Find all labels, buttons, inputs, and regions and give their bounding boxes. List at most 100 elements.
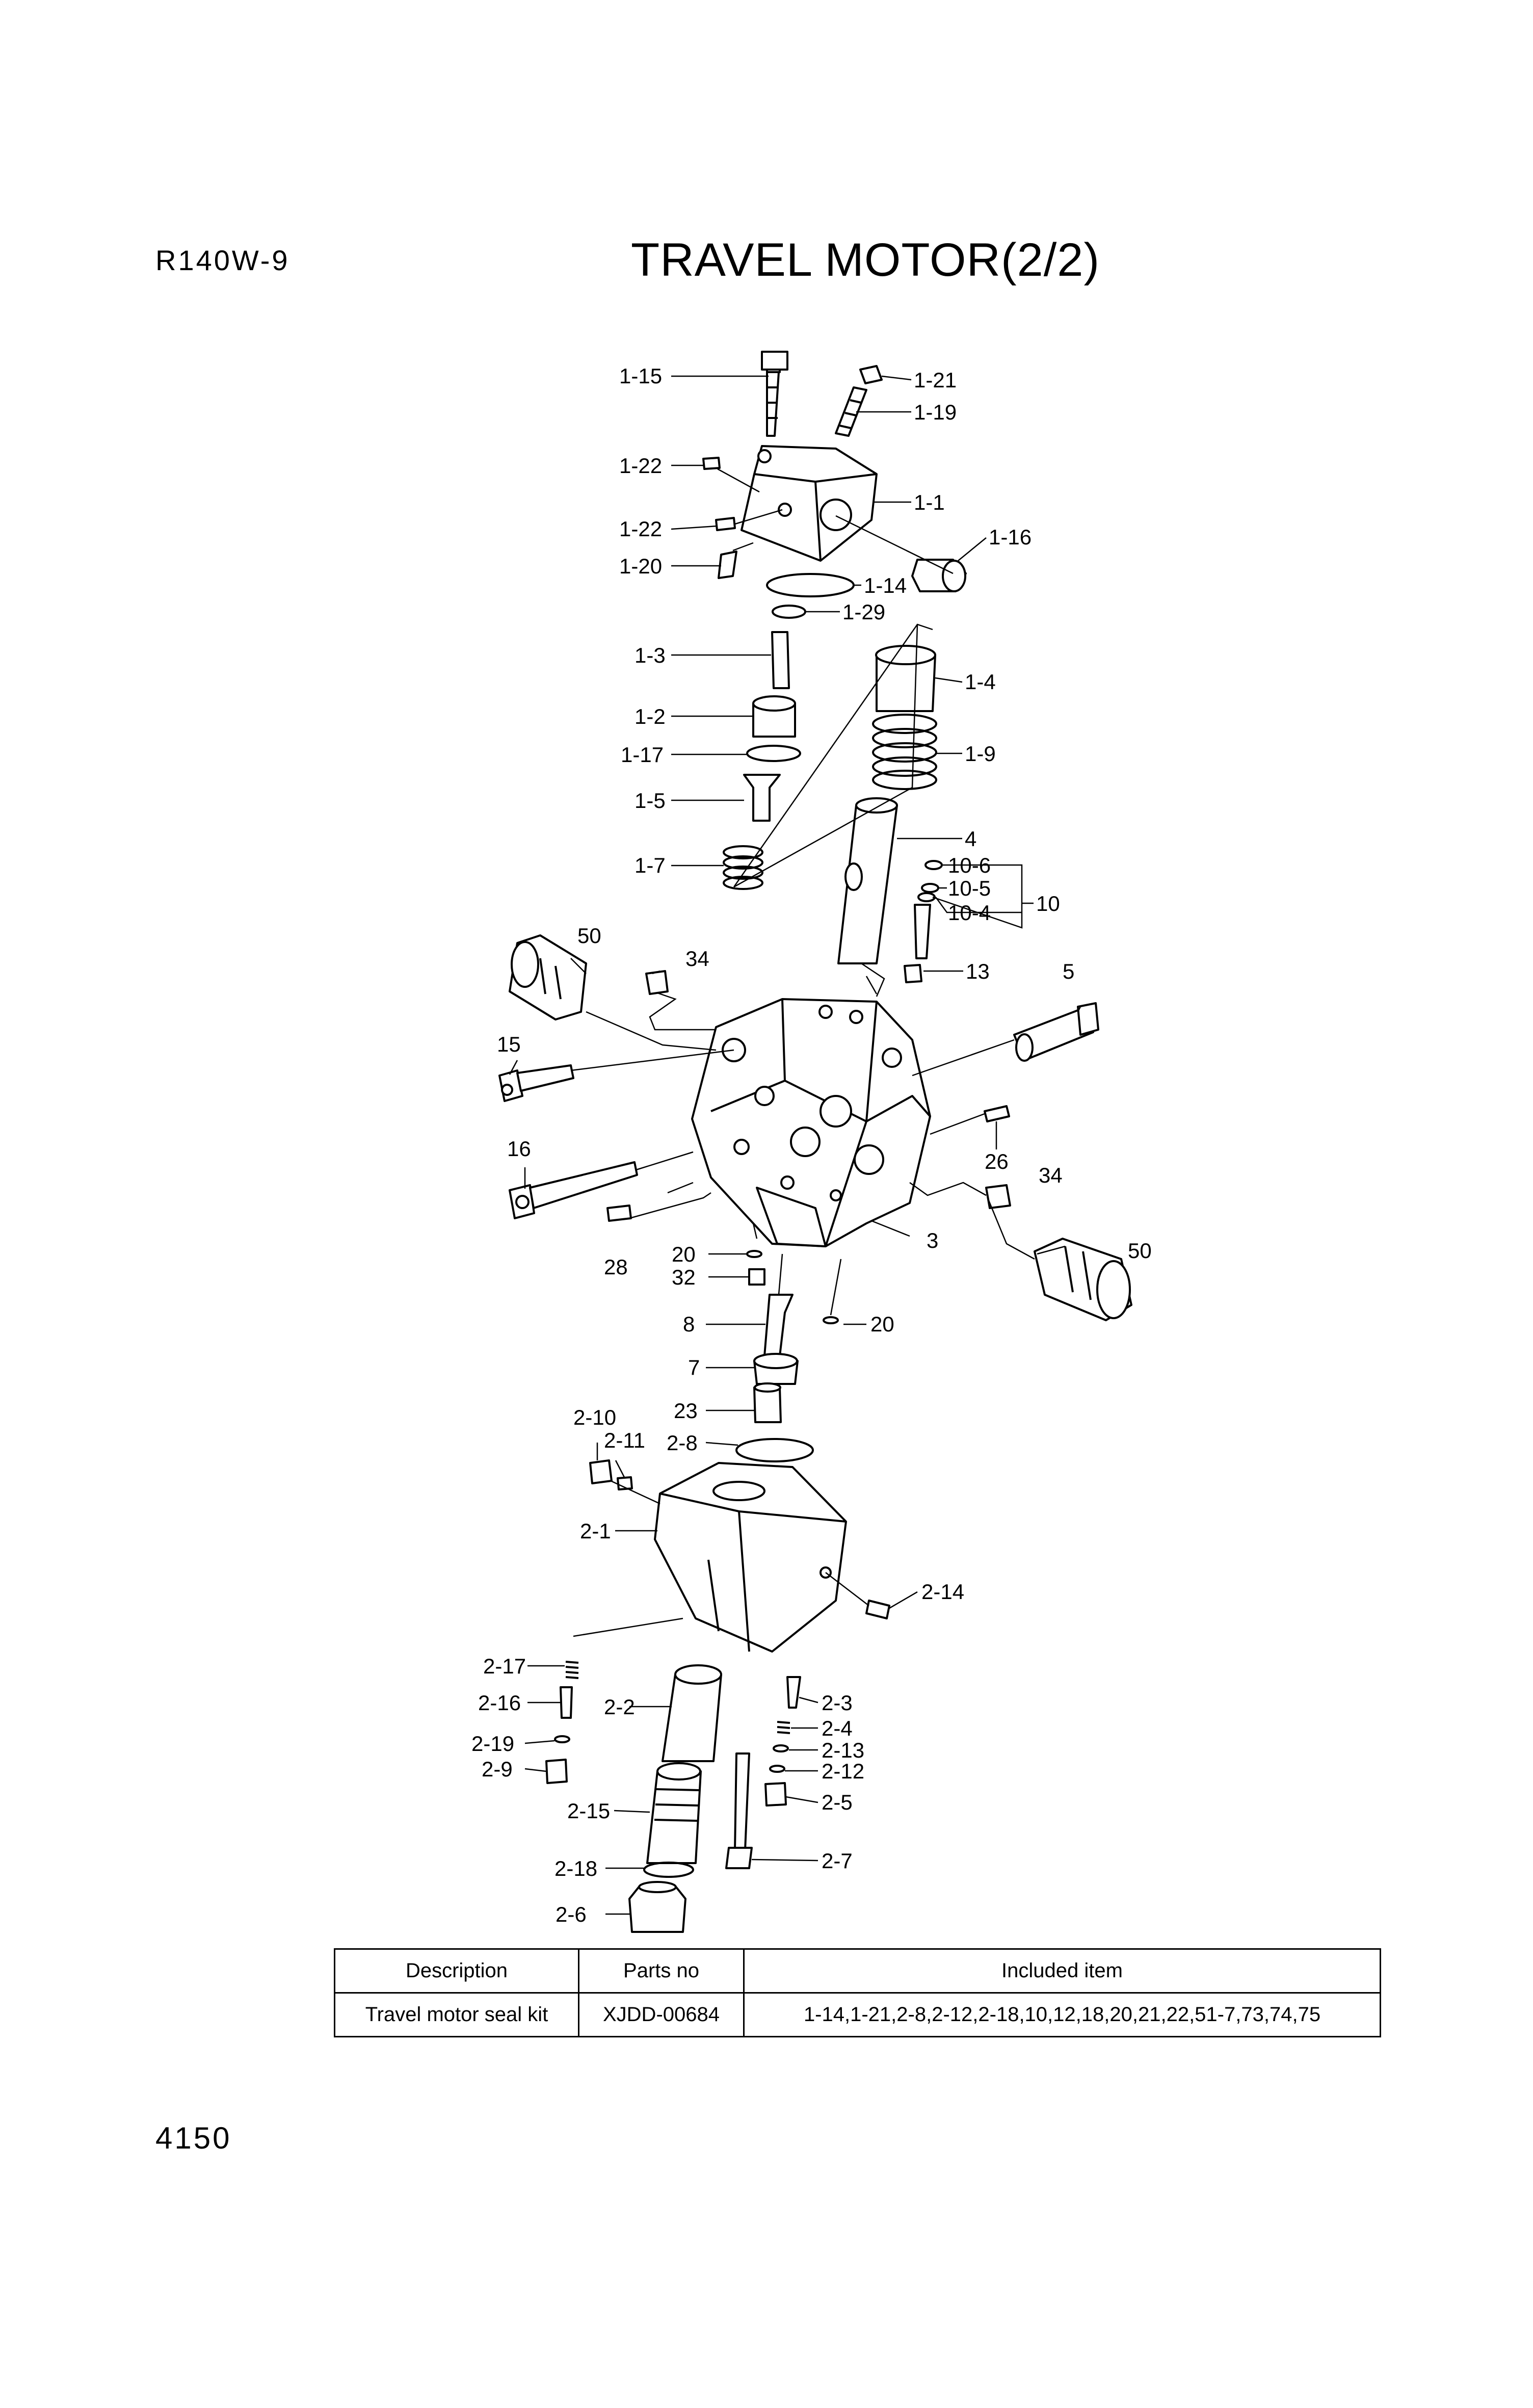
callout-label: 2-14 — [921, 1580, 964, 1604]
bolt-16 — [509, 1161, 638, 1219]
spring-2-17 — [565, 1661, 579, 1679]
table-cell: XJDD-00684 — [578, 1992, 745, 2037]
cover-1-1 — [741, 445, 878, 562]
callout-label: 1-20 — [619, 554, 662, 578]
callout-label: 2-6 — [556, 1902, 587, 1926]
callout-label: 1-9 — [965, 742, 996, 766]
callout-label: 1-7 — [635, 853, 666, 877]
callout-label: 2-17 — [483, 1654, 526, 1678]
oring-2-8 — [735, 1438, 814, 1462]
plug-2-5 — [764, 1782, 787, 1807]
setscrew-1-19 — [835, 386, 867, 437]
plug-13 — [904, 964, 922, 983]
oring-20-left — [746, 1250, 762, 1258]
callout-label: 7 — [688, 1355, 700, 1379]
callout-label: 1-22 — [619, 517, 662, 541]
oring-2-18 — [643, 1862, 694, 1878]
callout-label: 2-16 — [478, 1691, 521, 1715]
callout-label: 2-3 — [822, 1691, 853, 1715]
setscrew-1-21 — [859, 365, 883, 384]
callout-label: 2-7 — [822, 1849, 853, 1873]
spring-2-4 — [777, 1721, 790, 1734]
callout-label: 1-3 — [635, 643, 666, 667]
oring-20-right — [823, 1316, 839, 1324]
callout-label: 20 — [672, 1242, 696, 1266]
table-header-row: Description Parts no Included item — [334, 1948, 1381, 1994]
callout-label: 16 — [507, 1137, 531, 1161]
callout-label: 34 — [1039, 1163, 1063, 1187]
poppet-1-5 — [743, 774, 781, 822]
sleeve-2-15 — [646, 1762, 702, 1864]
table-row: Travel motor seal kit XJDD-00684 1-14,1-… — [334, 1992, 1381, 2037]
callout-label: 2-19 — [471, 1732, 514, 1756]
callout-label: 2-15 — [567, 1799, 610, 1823]
callout-label: 20 — [870, 1312, 894, 1336]
spring-1-7 — [723, 845, 763, 890]
pin-2-16 — [560, 1686, 573, 1719]
bolt-1-15 — [761, 351, 788, 437]
sleeve-1-4 — [875, 645, 936, 712]
oring-1-14 — [766, 573, 855, 597]
plug-1-16 — [911, 559, 967, 592]
plug-2-9 — [545, 1759, 568, 1784]
callout-label: 1-17 — [621, 743, 664, 767]
callout-label: 1-19 — [914, 400, 957, 424]
collar-1-2 — [752, 695, 796, 738]
model-code: R140W-9 — [155, 244, 290, 276]
callout-label: 34 — [685, 947, 709, 971]
callout-label: 32 — [672, 1265, 696, 1289]
bolt-15 — [498, 1064, 574, 1102]
plug-2-10 — [589, 1459, 613, 1484]
oring-10-4 — [917, 892, 936, 902]
plug-34-top — [645, 970, 669, 995]
piston-2-2 — [662, 1664, 722, 1762]
callout-label: 26 — [985, 1149, 1009, 1173]
callout-label: 3 — [927, 1228, 938, 1252]
callout-label: 1-22 — [619, 454, 662, 478]
callout-label: 1-14 — [864, 573, 907, 597]
spring-1-9 — [872, 714, 937, 790]
callout-label: 10-5 — [948, 876, 991, 900]
plug-32 — [748, 1268, 765, 1286]
column-header: Description — [334, 1948, 579, 1994]
callout-label: 23 — [674, 1399, 698, 1423]
callout-label: 1-21 — [914, 368, 957, 392]
pin-2-3 — [786, 1676, 801, 1709]
ring-1-17 — [746, 745, 801, 762]
callout-label: 13 — [966, 959, 990, 983]
plug-1-22a — [702, 457, 721, 470]
column-header: Included item — [743, 1948, 1381, 1994]
callout-label: 10 — [1036, 892, 1060, 915]
pin-28 — [606, 1205, 632, 1222]
callout-label: 2-11 — [604, 1428, 645, 1452]
spool-4 — [837, 797, 898, 964]
relief-valve-50-right — [1034, 1238, 1132, 1321]
bolt-2-7 — [725, 1752, 753, 1869]
callout-label: 5 — [1063, 959, 1074, 983]
oring-2-12 — [769, 1765, 785, 1773]
pin-10 — [914, 904, 931, 959]
plug-23 — [753, 1382, 782, 1423]
callout-label: 10-4 — [948, 901, 991, 925]
plug-2-6 — [628, 1881, 686, 1933]
callout-label: 1-4 — [965, 670, 996, 694]
pin-26 — [984, 1105, 1010, 1122]
callout-label: 2-10 — [573, 1405, 616, 1429]
plunger-8 — [763, 1294, 794, 1357]
housing-main — [691, 998, 931, 1247]
callout-label: 2-13 — [822, 1738, 864, 1762]
sleeve-5 — [1013, 1002, 1099, 1062]
oring-2-13 — [773, 1744, 789, 1752]
page-number: 4150 — [155, 2121, 232, 2155]
callout-label: 1-2 — [635, 704, 666, 728]
pin-1-20 — [718, 551, 737, 579]
table-cell: 1-14,1-21,2-8,2-12,2-18,10,12,18,20,21,2… — [743, 1992, 1381, 2037]
callout-label: 2-9 — [482, 1757, 513, 1781]
callout-label: 2-8 — [667, 1431, 698, 1455]
spool-1-3 — [771, 631, 790, 689]
block-2-1 — [654, 1462, 847, 1653]
callout-label: 2-5 — [822, 1790, 853, 1814]
seat-7 — [753, 1353, 799, 1385]
bolt-2-14 — [865, 1600, 890, 1619]
callout-label: 4 — [965, 827, 976, 851]
